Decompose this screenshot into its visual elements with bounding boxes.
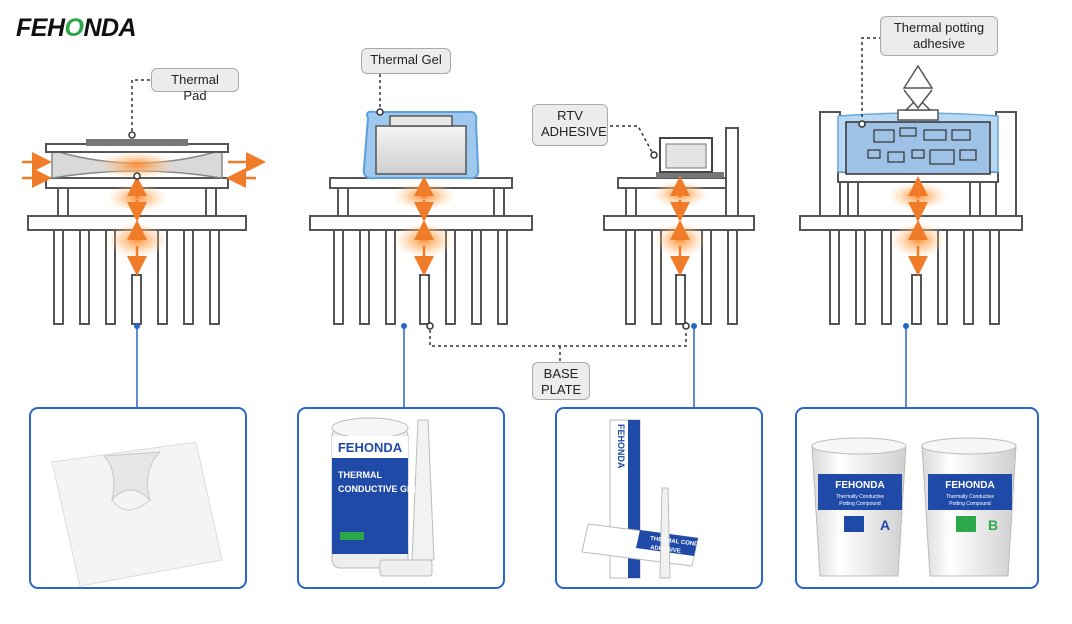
product-rtv-tubes (581, 419, 699, 579)
potting-subtitle-a2: Potting Compound (839, 501, 881, 507)
bucket-a-letter: A (880, 517, 890, 533)
heatsink-fins-2 (333, 229, 508, 325)
callout-potting-line2: adhesive (912, 36, 966, 51)
callout-thermal-potting: Thermal potting adhesive (880, 16, 998, 56)
callout-thermal-pad-text: Thermal Pad (171, 72, 219, 103)
product-thermal-gel-cartridge (331, 417, 435, 577)
chip-top-1 (86, 139, 188, 146)
gel-brand-text: FEHONDA (338, 440, 403, 455)
callout-base-line1: BASE (543, 366, 579, 381)
potting-brand-a: FEHONDA (835, 480, 884, 491)
potting-brand-b: FEHONDA (945, 480, 994, 491)
callout-base-line2: PLATE (541, 382, 582, 397)
callout-thermal-gel-text: Thermal Gel (370, 52, 442, 67)
scene-rtv-adhesive (603, 125, 755, 408)
up-arrow-icon (902, 64, 934, 89)
callout-rtv-line2: ADHESIVE (541, 124, 607, 139)
base-plate-leader (429, 330, 687, 347)
potted-pcb (845, 121, 991, 175)
rtv-brand-text: FEHONDA (616, 424, 626, 469)
potting-subtitle-a1: Thermally Conductive (836, 494, 885, 500)
rtv-label-line2: ADHESIVE (650, 545, 681, 555)
callout-potting-line1: Thermal potting (893, 20, 985, 35)
potting-subtitle-b2: Potting Compound (949, 501, 991, 507)
product-thermal-pad-sheet (51, 441, 223, 587)
callout-rtv-adhesive: RTV ADHESIVE (532, 104, 608, 146)
brand-logo: FEHONDA (16, 14, 137, 42)
scene-thermal-gel (309, 74, 533, 408)
compression-arrows (22, 152, 266, 276)
callout-thermal-gel: Thermal Gel (361, 48, 451, 74)
scene-thermal-pad (22, 79, 266, 408)
callout-base-plate: BASE PLATE (532, 362, 590, 400)
bucket-b-letter: B (988, 517, 998, 533)
callout-thermal-pad: Thermal Pad (151, 68, 239, 103)
gel-label-line2: CONDUCTIVE GEL (338, 484, 419, 494)
product-potting-buckets (811, 437, 1017, 577)
scene-thermal-potting (799, 37, 1023, 408)
callout-rtv-line1: RTV (557, 108, 583, 123)
potting-subtitle-b1: Thermally Conductive (946, 494, 995, 500)
component-can (375, 125, 467, 175)
gel-label-line1: THERMAL (338, 470, 382, 480)
logo-o-accent: O (64, 14, 84, 42)
